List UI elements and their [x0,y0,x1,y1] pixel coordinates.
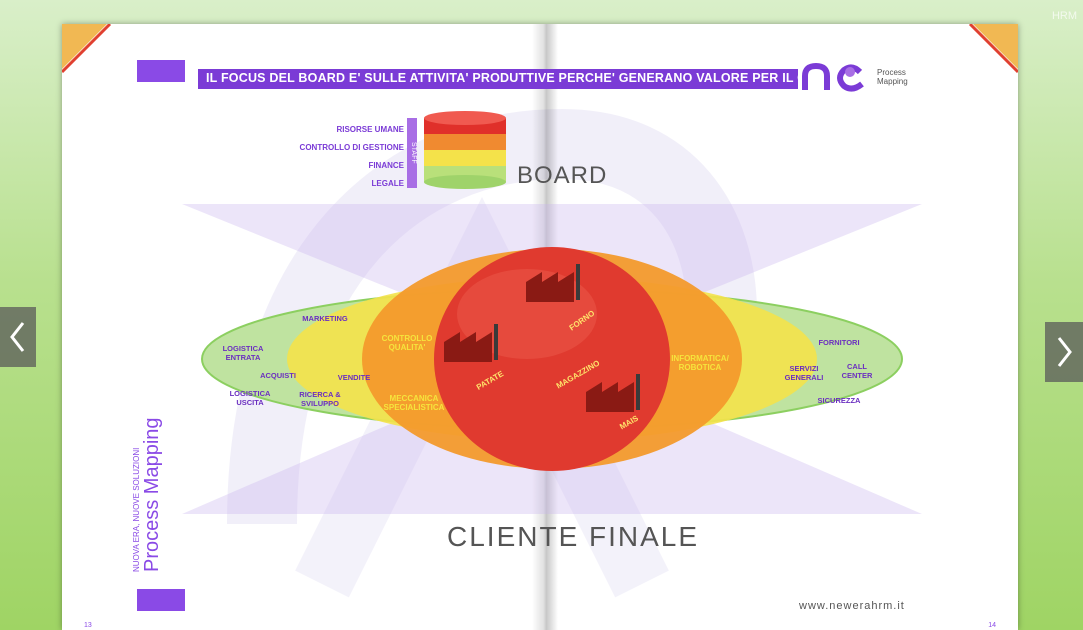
label-logistica-entrata: LOGISTICA ENTRATA [222,344,264,362]
header-ribbon [198,69,798,89]
top-accent-block [137,60,185,82]
label-marketing: MARKETING [302,314,348,323]
label-fornitori: FORNITORI [818,338,860,347]
factory-icon [444,324,498,362]
staff-list: RISORSE UMANE CONTROLLO DI GESTIONE FINA… [292,121,404,193]
newera-logo [802,62,864,92]
label-acquisti: ACQUISTI [260,371,296,380]
previous-page-button[interactable] [0,307,36,367]
header-banner: IL FOCUS DEL BOARD E' SULLE ATTIVITA' PR… [206,71,903,85]
side-title-small: NUOVA ERA, NUOVE SOLUZIONI [132,447,141,572]
label-meccanica-specialistica: MECCANICA SPECIALISTICA [383,394,445,412]
label-vendite: VENDITE [337,373,371,382]
label-call-center: CALL CENTER [841,362,873,380]
board-label: BOARD [517,162,608,189]
label-ricerca-sviluppo: RICERCA & SVILUPPO [299,390,341,408]
staff-item: FINANCE [368,161,404,170]
corner-label: HRM [1051,10,1077,22]
side-title-large: Process Mapping [141,417,163,572]
label-sicurezza: SICUREZZA [817,396,861,405]
cliente-finale-label: CLIENTE FINALE [447,521,700,552]
page-corner-right-decoration [968,24,1018,74]
book-spread: IL FOCUS DEL BOARD E' SULLE ATTIVITA' PR… [62,24,1018,630]
factory-icon [526,264,580,302]
logo-text: Process Mapping [877,68,908,86]
process-diagram [182,204,922,514]
chevron-right-icon [1057,337,1072,367]
bottom-accent-block [137,589,185,611]
staff-item: CONTROLLO DI GESTIONE [299,143,404,152]
label-informatica-robotica: INFORMATICA/ ROBOTICA [671,354,729,372]
label-controllo-qualita: CONTROLLO QUALITA' [381,334,433,352]
page-corner-left-decoration [62,24,112,74]
page-number-left: 13 [84,622,92,629]
label-logistica-uscita: LOGISTICA USCITA [229,389,271,407]
staff-item: LEGALE [371,179,404,188]
label-servizi-generali: SERVIZI GENERALI [784,364,824,382]
side-title: NUOVA ERA, NUOVE SOLUZIONI Process Mappi… [132,417,164,572]
next-page-button[interactable] [1045,322,1083,382]
board-cylinder-icon [424,111,506,189]
website-url: www.newerahrm.it [799,600,905,612]
chevron-left-icon [10,322,25,352]
page-number-right: 14 [988,622,996,629]
staff-item: RISORSE UMANE [336,125,404,134]
staff-tag: STAFF [407,118,417,188]
factory-icon [586,374,640,412]
